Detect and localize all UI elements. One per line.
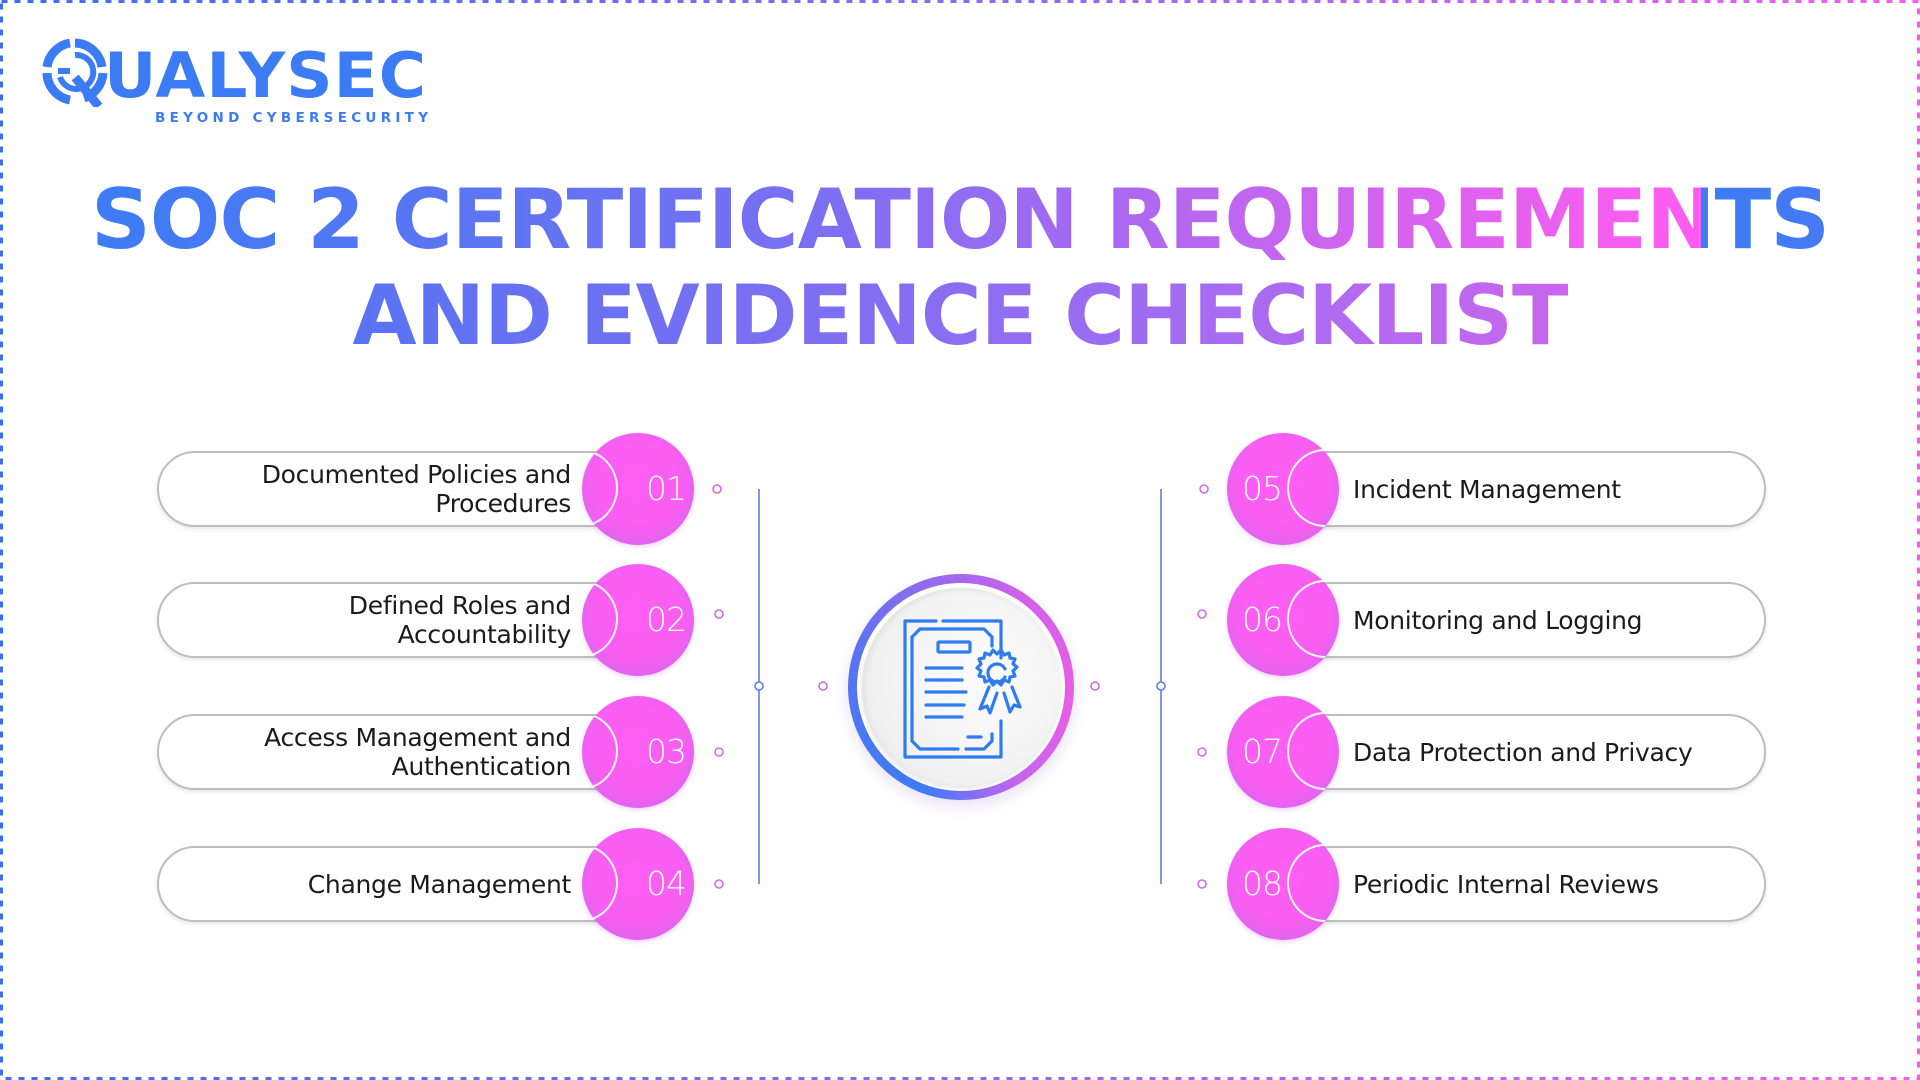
number-badge: 07 [1227, 696, 1339, 808]
checklist-item-08: Periodic Internal Reviews 08 [1227, 828, 1766, 940]
badge-arc [1287, 712, 1339, 790]
number-badge: 01 [582, 433, 694, 545]
item-label: Data Protection and Privacy [1353, 696, 1693, 808]
item-pill [157, 714, 641, 790]
item-number: 01 [646, 469, 687, 508]
item-pill [157, 582, 641, 658]
number-badge: 08 [1227, 828, 1339, 940]
badge-arc [1287, 580, 1339, 658]
badge-arc [582, 580, 618, 658]
item-number: 02 [646, 600, 687, 639]
item-label: Change Management [307, 828, 572, 940]
badge-arc [1287, 844, 1339, 922]
item-label: Monitoring and Logging [1353, 564, 1643, 676]
item-pill [157, 451, 641, 527]
item-label: Defined Roles and Accountability [348, 564, 572, 676]
item-number: 08 [1242, 864, 1283, 903]
item-number: 05 [1242, 469, 1283, 508]
item-label: Incident Management [1353, 433, 1621, 545]
checklist-item-06: Monitoring and Logging 06 [1227, 564, 1766, 676]
title-line-1: SOC 2 CERTIFICATION REQUIREMENTS [91, 171, 1830, 268]
checklist-item-07: Data Protection and Privacy 07 [1227, 696, 1766, 808]
item-label-line: Monitoring and Logging [1353, 605, 1643, 635]
item-label: Access Management and Authentication [264, 696, 571, 808]
item-label-line: Procedures [435, 489, 571, 518]
number-badge: 05 [1227, 433, 1339, 545]
certificate-icon [903, 619, 1022, 759]
checklist-item-03: Access Management and Authentication 03 [157, 696, 695, 808]
logo-tagline: BEYOND CYBERSECURITY [155, 110, 433, 126]
item-label-line: Data Protection and Privacy [1353, 737, 1693, 767]
item-pill [1285, 846, 1766, 922]
badge-arc [582, 844, 618, 922]
logo-q-icon [42, 38, 108, 107]
badge-arc [1287, 449, 1339, 527]
item-label: Documented Policies and Procedures [261, 433, 572, 545]
badge-arc [582, 449, 618, 527]
item-number: 04 [646, 864, 687, 903]
item-label-line: Access Management and [264, 723, 571, 752]
item-number: 03 [646, 732, 687, 771]
badge-arc [582, 712, 618, 790]
checklist-item-05: Incident Management 05 [1227, 433, 1766, 545]
number-badge: 04 [582, 828, 694, 940]
title-line-2: AND EVIDENCE CHECKLIST [352, 267, 1568, 364]
item-pill [1285, 714, 1766, 790]
item-label-line: Documented Policies and [261, 460, 572, 489]
item-pill [157, 846, 641, 922]
checklist-item-04: Change Management 04 [157, 828, 695, 940]
item-label: Periodic Internal Reviews [1353, 828, 1659, 940]
number-badge: 03 [582, 696, 694, 808]
checklist-item-01: Documented Policies and Procedures 01 [157, 433, 695, 545]
item-label-line: Defined Roles and [348, 591, 572, 620]
item-label-line: Accountability [397, 620, 572, 649]
number-badge: 02 [582, 564, 694, 676]
page-title: SOC 2 CERTIFICATION REQUIREMENTS AND EVI… [0, 172, 1920, 364]
item-label-line: Periodic Internal Reviews [1353, 869, 1659, 899]
item-label-line: Authentication [391, 752, 572, 781]
checklist-item-02: Defined Roles and Accountability 02 [157, 564, 695, 676]
item-number: 06 [1242, 600, 1283, 639]
center-badge [848, 574, 1074, 800]
item-label-line: Change Management [307, 869, 572, 899]
qualysec-logo: UALYSEC BEYOND CYBERSECURITY [38, 36, 458, 131]
item-number: 07 [1242, 732, 1283, 771]
item-label-line: Incident Management [1353, 474, 1621, 504]
number-badge: 06 [1227, 564, 1339, 676]
logo-wordmark: UALYSEC [104, 39, 428, 112]
